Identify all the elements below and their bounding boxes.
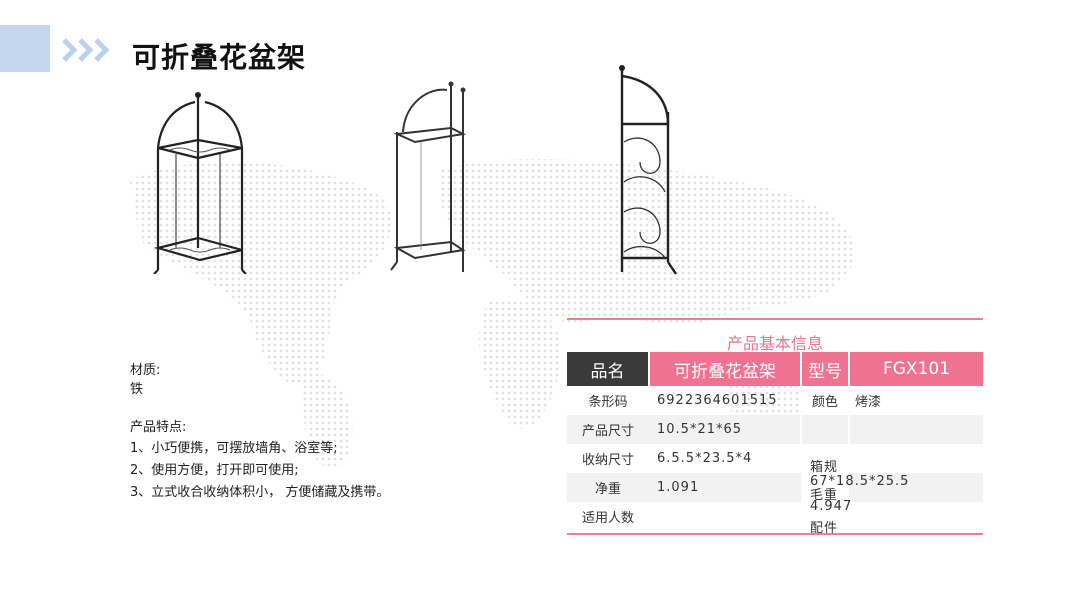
product-image-corner-stand-angle bbox=[390, 81, 467, 272]
name-value-cell: 可折叠花盆架 bbox=[648, 352, 801, 386]
model-value-cell: FGX101 bbox=[848, 352, 983, 386]
material-value: 铁 bbox=[130, 382, 144, 397]
accessories-label: 配件 bbox=[810, 521, 839, 536]
info-title: 产品基本信息 bbox=[726, 334, 823, 353]
net-weight-value: 1.091 bbox=[649, 473, 801, 502]
users-label: 适用人数 bbox=[581, 511, 634, 526]
table-row: 适用人数 bbox=[567, 502, 983, 531]
features-title: 产品特点: bbox=[130, 420, 187, 435]
feature-item: 3、立式收合收纳体积小， 方便储藏及携带。 bbox=[130, 485, 390, 500]
empty-cell bbox=[849, 473, 983, 502]
table-row: 产品尺寸 10.5*21*65 bbox=[567, 415, 983, 444]
barcode-label: 条形码 bbox=[588, 395, 628, 410]
barcode-value: 6922364601515 bbox=[657, 393, 778, 408]
box-spec-value: 67*18.5*25.5 bbox=[810, 474, 910, 489]
gross-weight-value: 4.947 bbox=[810, 499, 853, 514]
table-row: 收纳尺寸 6.5.5*23.5*4 bbox=[567, 444, 983, 473]
gross-weight-label: 毛重 bbox=[810, 488, 839, 503]
empty-cell bbox=[848, 415, 983, 444]
color-value: 烤漆 bbox=[855, 395, 882, 410]
empty-cell bbox=[849, 444, 983, 473]
triple-chevron-right-icon bbox=[62, 36, 116, 64]
spec-header-row: 品名 可折叠花盆架 型号 FGX101 bbox=[567, 352, 983, 386]
feature-item: 1、小巧便携，可摆放墙角、浴室等; bbox=[130, 441, 338, 456]
page-title: 可折叠花盆架 bbox=[132, 41, 307, 74]
material-label: 材质: bbox=[130, 363, 161, 378]
table-row: 条形码 6922364601515 颜色 烤漆 bbox=[567, 386, 983, 415]
product-image-corner-stand-front bbox=[153, 92, 247, 274]
model-label-cell: 型号 bbox=[800, 352, 849, 386]
info-bottom-divider bbox=[567, 533, 983, 535]
product-image-folded-stand bbox=[619, 65, 677, 275]
features-list: 1、小巧便携，可摆放墙角、浴室等; 2、使用方便，打开即可使用; 3、立式收合收… bbox=[130, 438, 389, 504]
info-top-divider bbox=[567, 318, 983, 320]
name-label-cell: 品名 bbox=[567, 352, 649, 386]
size-value: 10.5*21*65 bbox=[649, 415, 801, 444]
empty-cell bbox=[800, 415, 849, 444]
size-label: 产品尺寸 bbox=[567, 415, 649, 444]
empty-cell bbox=[801, 473, 849, 502]
feature-item: 2、使用方便，打开即可使用; bbox=[130, 463, 299, 478]
box-spec-label: 箱规 bbox=[810, 460, 839, 475]
table-row: 净重 1.091 bbox=[567, 473, 983, 502]
spec-table: 品名 可折叠花盆架 型号 FGX101 条形码 6922364601515 颜色… bbox=[567, 352, 983, 531]
net-weight-label: 净重 bbox=[567, 473, 649, 502]
corner-decoration bbox=[0, 25, 50, 72]
fold-size-value: 6.5.5*23.5*4 bbox=[657, 451, 753, 466]
empty-cell bbox=[849, 502, 983, 531]
color-label: 颜色 bbox=[811, 395, 838, 410]
fold-size-label: 收纳尺寸 bbox=[581, 453, 634, 468]
empty-cell bbox=[649, 502, 801, 531]
